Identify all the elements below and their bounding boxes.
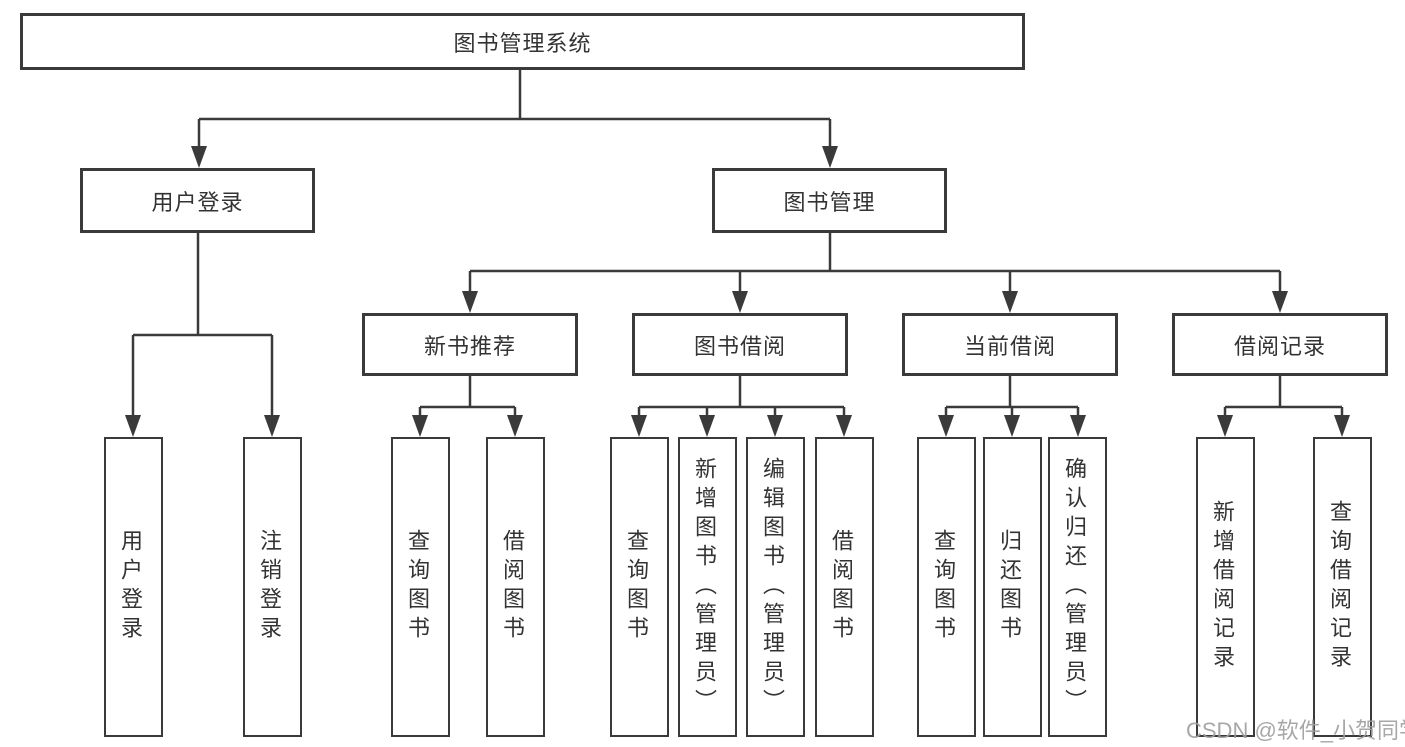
- leaf-add-borrow-record-label: 新增借阅记录: [1210, 500, 1235, 674]
- node-new-book-recommend-label: 新书推荐: [423, 333, 516, 359]
- node-root-label: 图书管理系统: [453, 30, 592, 56]
- leaf-return-book-label: 归还图书: [997, 529, 1022, 645]
- leaf-add-book-admin: 新增图书（管理员）: [678, 437, 737, 737]
- arrow-down-icon: [1217, 415, 1233, 437]
- node-book-borrow: 图书借阅: [632, 313, 848, 376]
- leaf-query-borrow-record-label: 查询借阅记录: [1327, 500, 1352, 674]
- arrow-down-icon: [1002, 291, 1018, 313]
- leaf-query-book-recommend-label: 查询图书: [405, 529, 430, 645]
- arrow-down-icon: [631, 415, 647, 437]
- leaf-confirm-return-admin: 确认归还（管理员）: [1048, 437, 1107, 737]
- arrow-down-icon: [822, 146, 838, 168]
- leaf-query-book-current: 查询图书: [917, 437, 976, 737]
- arrow-down-icon: [1070, 415, 1086, 437]
- leaf-add-borrow-record: 新增借阅记录: [1196, 437, 1255, 737]
- arrow-down-icon: [264, 415, 280, 437]
- watermark: CSDN @软件_小贺同学: [1186, 718, 1405, 743]
- leaf-edit-book-admin: 编辑图书（管理员）: [746, 437, 805, 737]
- leaf-borrow-book: 借阅图书: [815, 437, 874, 737]
- leaf-add-book-admin-label: 新增图书（管理员）: [692, 456, 717, 718]
- tree-edges: [131, 67, 1344, 420]
- node-book-borrow-label: 图书借阅: [693, 333, 786, 359]
- node-current-borrow-label: 当前借阅: [963, 333, 1056, 359]
- leaf-borrow-book-label: 借阅图书: [829, 529, 854, 645]
- arrow-down-icon: [938, 415, 954, 437]
- arrow-down-icon: [1004, 415, 1020, 437]
- arrow-down-icon: [699, 415, 715, 437]
- arrow-down-icon: [462, 291, 478, 313]
- node-borrow-records: 借阅记录: [1172, 313, 1388, 376]
- arrow-down-icon: [732, 291, 748, 313]
- arrow-down-icon: [1334, 415, 1350, 437]
- arrow-down-icon: [836, 415, 852, 437]
- node-user-login-label: 用户登录: [151, 189, 244, 215]
- leaf-logout-label: 注销登录: [257, 529, 282, 645]
- arrowhead-icons: [125, 146, 1350, 437]
- leaf-borrow-book-recommend-label: 借阅图书: [500, 529, 525, 645]
- node-new-book-recommend: 新书推荐: [362, 313, 578, 376]
- leaf-query-book-current-label: 查询图书: [931, 529, 956, 645]
- leaf-edit-book-admin-label: 编辑图书（管理员）: [760, 456, 785, 718]
- leaf-logout: 注销登录: [243, 437, 302, 737]
- node-current-borrow: 当前借阅: [902, 313, 1118, 376]
- node-book-management-label: 图书管理: [783, 189, 876, 215]
- node-book-management: 图书管理: [712, 168, 947, 233]
- leaf-query-borrow-record: 查询借阅记录: [1313, 437, 1372, 737]
- node-user-login: 用户登录: [80, 168, 315, 233]
- arrow-down-icon: [1272, 291, 1288, 313]
- arrow-down-icon: [125, 415, 141, 437]
- arrow-down-icon: [767, 415, 783, 437]
- arrow-down-icon: [412, 415, 428, 437]
- leaf-query-book-borrow-label: 查询图书: [624, 529, 649, 645]
- leaf-query-book-recommend: 查询图书: [391, 437, 450, 737]
- leaf-borrow-book-recommend: 借阅图书: [486, 437, 545, 737]
- leaf-confirm-return-admin-label: 确认归还（管理员）: [1062, 456, 1087, 718]
- arrow-down-icon: [507, 415, 523, 437]
- node-root: 图书管理系统: [20, 13, 1025, 70]
- leaf-user-login-label: 用户登录: [118, 529, 143, 645]
- leaf-query-book-borrow: 查询图书: [610, 437, 669, 737]
- arrow-down-icon: [191, 146, 207, 168]
- node-borrow-records-label: 借阅记录: [1233, 333, 1326, 359]
- leaf-user-login: 用户登录: [104, 437, 163, 737]
- leaf-return-book: 归还图书: [983, 437, 1042, 737]
